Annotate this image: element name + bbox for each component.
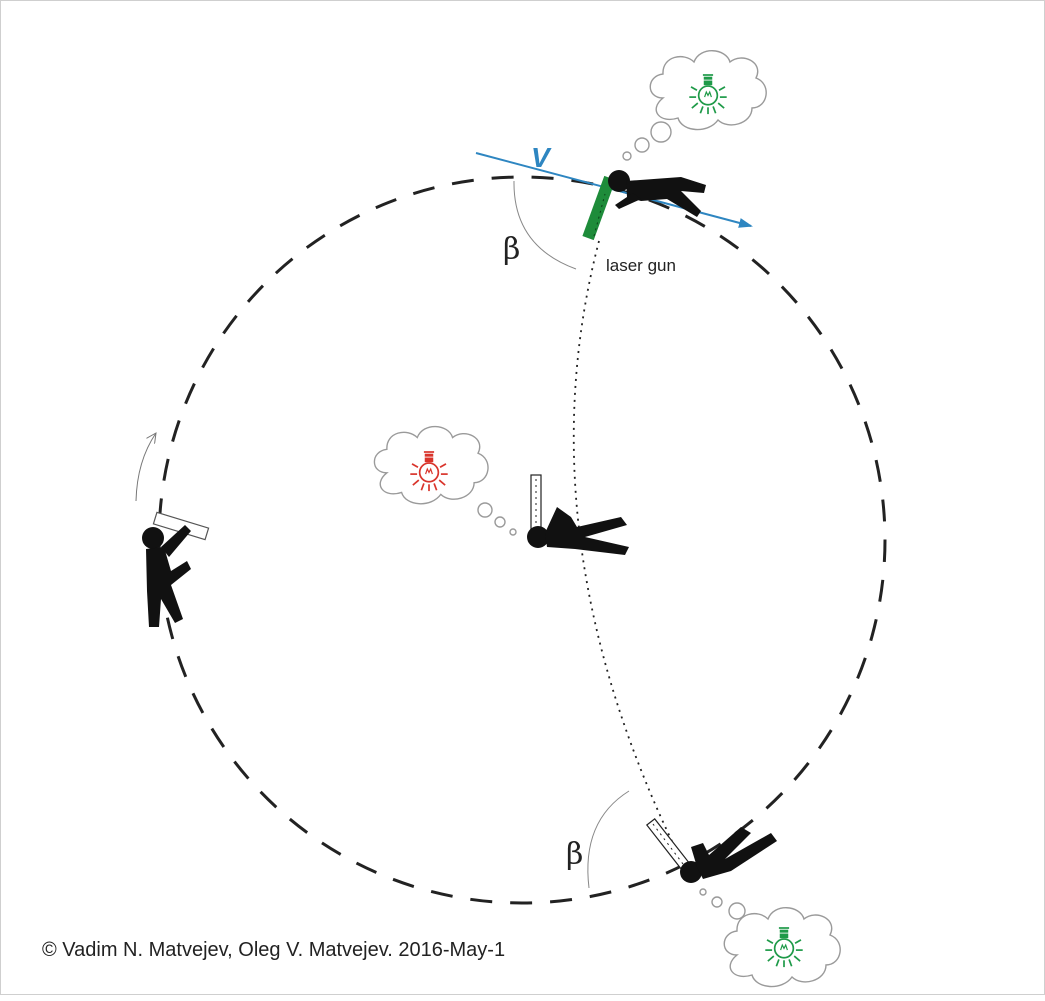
angle-arc-bottom (587, 790, 630, 889)
angle-arc-top (513, 180, 577, 270)
rotation-arrow-icon (135, 433, 156, 502)
angle-label-top: β (503, 232, 520, 267)
person-figure-icon (142, 511, 210, 627)
person-figure-icon (645, 818, 777, 883)
thought-cloud-icon (373, 425, 489, 505)
copyright-text: © Vadim N. Matvejev, Oleg V. Matvejev. 2… (42, 939, 505, 961)
thought-bubbles-bottom (699, 888, 746, 920)
thought-bubbles-top (622, 121, 672, 161)
laser-gun-label: laser gun (606, 256, 676, 275)
thought-cloud-icon (723, 907, 841, 988)
thought-cloud-icon (649, 50, 767, 131)
light-path-dotted (572, 240, 685, 867)
angle-label-bottom: β (566, 837, 583, 872)
velocity-label: V (531, 142, 552, 173)
laser-gun (582, 175, 616, 241)
copyright: © Vadim N. Matvejev, Oleg V. Matvejev. 2… (42, 939, 505, 961)
person-figure-icon (582, 170, 706, 241)
orbit-dashed-circle (157, 175, 887, 905)
thought-bubbles-center (477, 502, 517, 536)
person-figure-icon (527, 474, 629, 555)
